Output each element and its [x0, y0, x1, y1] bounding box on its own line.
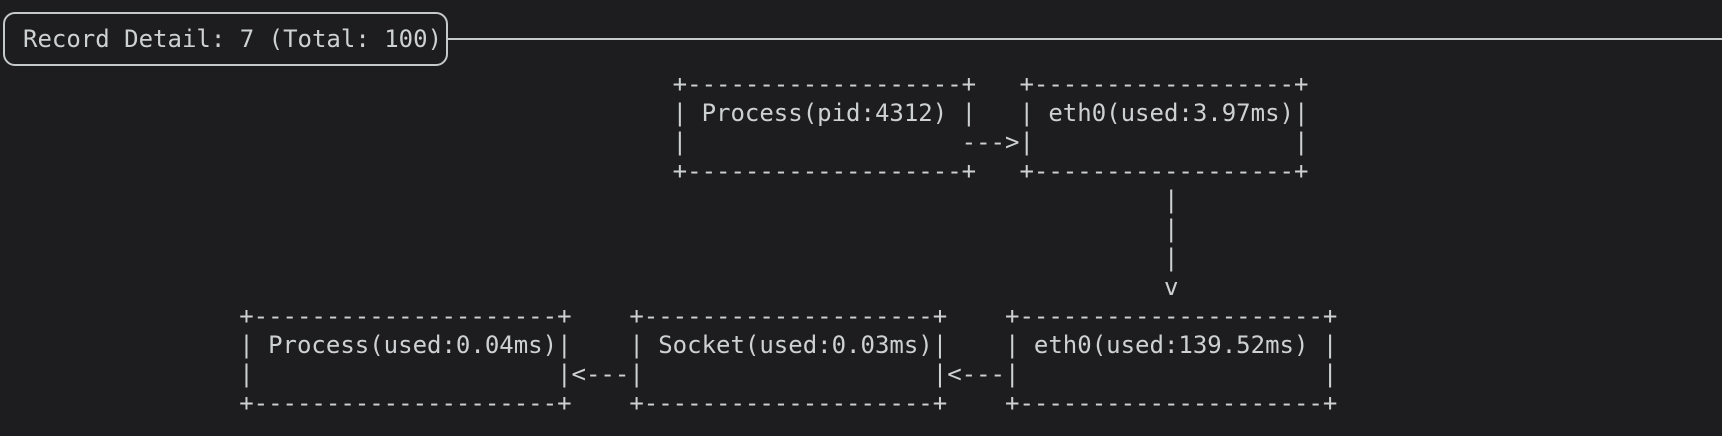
ascii-line: +---------------------+ +---------------…: [8, 389, 1338, 417]
down-arrow-head: v: [8, 273, 1179, 301]
ascii-line: | --->| |: [8, 128, 1309, 156]
ascii-line: | Process(used:0.04ms)| | Socket(used:0.…: [8, 331, 1338, 359]
ascii-line: | Process(pid:4312) | | eth0(used:3.97ms…: [8, 99, 1309, 127]
panel-border-line: [446, 38, 1722, 40]
panel-title: Record Detail: 7 (Total: 100): [23, 25, 443, 53]
ascii-line: +-------------------+ +-----------------…: [8, 157, 1309, 185]
panel-title-tab: Record Detail: 7 (Total: 100): [3, 12, 448, 66]
ascii-line: +-------------------+ +-----------------…: [8, 70, 1309, 98]
ascii-line: |: [8, 186, 1179, 214]
ascii-line: |: [8, 244, 1179, 272]
flow-diagram: +-------------------+ +-----------------…: [8, 70, 1337, 418]
ascii-line: +---------------------+ +---------------…: [8, 302, 1338, 330]
ascii-line: | |<---| |<---| |: [8, 360, 1338, 388]
ascii-line: |: [8, 215, 1179, 243]
